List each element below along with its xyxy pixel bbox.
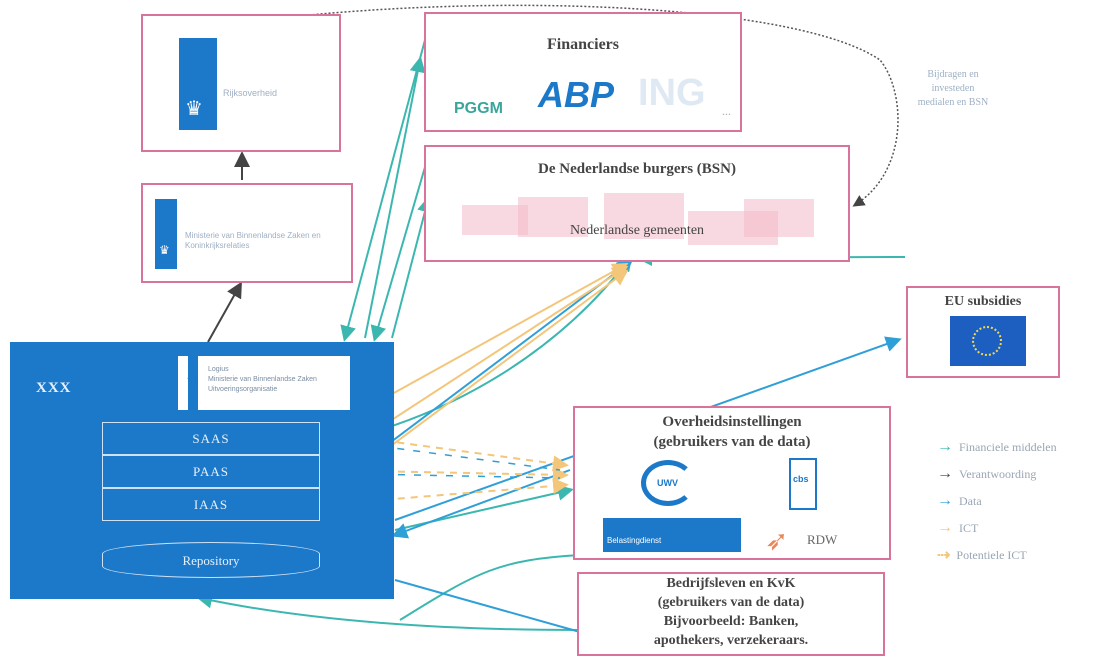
bedrijf-box: Bedrijfsleven en KvK (gebruikers van de … — [577, 572, 885, 656]
xxx-logo-caption: Uitvoeringsorganisatie — [208, 386, 278, 393]
arrow-icon: → — [937, 465, 953, 482]
overheid-box: Overheidsinstellingen (gebruikers van de… — [573, 406, 891, 560]
bedrijf-line: Bedrijfsleven en KvK — [666, 576, 796, 591]
layer-saas: SAAS — [102, 422, 320, 455]
arrow-data-3 — [394, 579, 581, 633]
arrow-fin-2 — [364, 56, 426, 339]
belastingdienst-logo: Belastingdienst — [603, 518, 741, 552]
xxx-title: XXX — [36, 380, 72, 396]
legend-label: Verantwoording — [959, 466, 1037, 481]
financiers-title: Financiers — [547, 36, 619, 53]
ministerie-caption: Ministerie van Binnenlandse Zaken en Kon… — [185, 231, 321, 250]
annotation-line: Bijdragen en — [927, 69, 979, 80]
belastingdienst-label: Belastingdienst — [607, 536, 662, 545]
rijksoverheid-box: ♛ Rijksoverheid — [141, 14, 341, 152]
cbs-label: cbs — [793, 474, 809, 484]
abp-logo: ABP — [538, 74, 615, 115]
legend-label: Potentiele ICT — [956, 547, 1027, 562]
arrow-icon: → — [937, 519, 953, 536]
annotation-line: medialen en BSN — [917, 97, 989, 108]
legend-label: ICT — [959, 520, 979, 535]
crest-icon: ♛ — [186, 375, 199, 390]
xxx-box: XXX ♛ Logius Ministerie van Binnenlandse… — [10, 342, 394, 599]
xxx-logo-caption: Ministerie van Binnenlandse Zaken — [208, 376, 317, 383]
legend-item: → ICT — [937, 518, 978, 538]
legend-item: ⇢ Potentiele ICT — [937, 545, 1027, 565]
eu-title: EU subsidies — [944, 294, 1022, 309]
pggm-logo: PGGM — [454, 100, 503, 117]
arrow-icon: → — [937, 492, 953, 509]
municipality-logo — [462, 205, 528, 235]
municipality-logo — [744, 199, 814, 237]
cbs-logo: cbs — [789, 458, 817, 510]
arrow-accountability-xxx — [207, 281, 242, 343]
arrow-fin-9 — [399, 554, 581, 621]
bedrijf-line: (gebruikers van de data) — [657, 595, 805, 610]
more-financiers: ... — [722, 104, 731, 118]
legend-item: → Data — [937, 491, 982, 511]
annotation-text: Bijdragen en investeden medialen en BSN — [898, 68, 1008, 110]
overheid-subtitle: (gebruikers van de data) — [653, 434, 811, 450]
legend-item: → Verantwoording — [937, 464, 1036, 484]
legend-label: Data — [959, 493, 982, 508]
arrow-fin-8 — [196, 592, 581, 631]
arrow-fin-4 — [391, 196, 433, 339]
ing-logo: ING — [638, 72, 706, 114]
xxx-logo-caption: Logius — [208, 366, 229, 373]
rdw-arrow-icon: ➶ — [765, 526, 789, 557]
eu-box: EU subsidies — [906, 286, 1060, 378]
arrow-fin-3 — [370, 149, 431, 342]
arrow-data-4 — [391, 469, 571, 539]
bedrijf-line: apothekers, verzekeraars. — [653, 633, 809, 648]
repository-cylinder: Repository — [102, 542, 320, 578]
arrow-icon: ⇢ — [937, 547, 951, 564]
crest-icon: ♛ — [185, 98, 203, 120]
rijksoverheid-logo: ♛ — [179, 38, 217, 130]
ministerie-box: ♛ Ministerie van Binnenlandse Zaken en K… — [141, 183, 353, 283]
legend-label: Financiele middelen — [959, 439, 1057, 454]
uwv-label: UWV — [657, 478, 678, 488]
municipality-logo — [518, 197, 588, 237]
burgers-subtitle: Nederlandse gemeenten — [569, 223, 705, 238]
uwv-logo: UWV — [637, 460, 701, 510]
rdw-label: RDW — [807, 532, 838, 547]
xxx-logo: ♛ Logius Ministerie van Binnenlandse Zak… — [178, 356, 350, 410]
layer-paas: PAAS — [102, 455, 320, 488]
arrow-icon: → — [937, 438, 953, 455]
rijksoverheid-caption: Rijksoverheid — [223, 88, 278, 98]
layer-iaas: IAAS — [102, 488, 320, 521]
overheid-title: Overheidsinstellingen — [662, 414, 802, 430]
crest-icon: ♛ — [159, 243, 170, 257]
bedrijf-line: Bijvoorbeeld: Banken, — [663, 614, 799, 629]
financiers-box: Financiers PGGM ABP ING ... — [424, 12, 742, 132]
eu-flag-icon — [950, 316, 1026, 366]
arrow-fin-1 — [340, 39, 426, 342]
annotation-line: investeden — [931, 83, 975, 94]
legend-item: → Financiele middelen — [937, 437, 1057, 457]
burgers-title: De Nederlandse burgers (BSN) — [538, 161, 736, 177]
burgers-box: De Nederlandse burgers (BSN) Nederlandse… — [424, 145, 850, 262]
arrow-fin-7 — [394, 484, 574, 531]
ministerie-logo: ♛ — [155, 199, 177, 269]
municipality-logo — [604, 193, 684, 239]
